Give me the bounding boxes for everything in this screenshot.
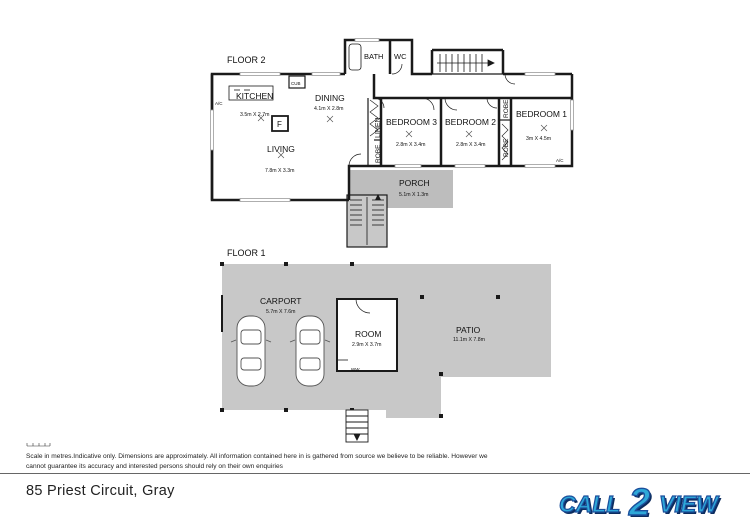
label-room-dim: 2.9m X 3.7m bbox=[352, 342, 381, 348]
label-room: ROOM bbox=[355, 329, 381, 339]
label-bedroom3: BEDROOM 3 bbox=[386, 117, 437, 127]
label-patio-dim: 11.1m X 7.8m bbox=[453, 337, 485, 343]
door-swings bbox=[348, 63, 516, 167]
room-door-swing bbox=[355, 298, 371, 314]
label-fireplace: F bbox=[277, 120, 282, 129]
logo-word-view: VIEW bbox=[661, 493, 722, 519]
car-right bbox=[289, 315, 331, 387]
label-cub: CUB bbox=[291, 81, 301, 86]
label-ac-left: A/C bbox=[215, 101, 223, 106]
label-ww: WW bbox=[351, 367, 360, 372]
label-wc: WC bbox=[394, 52, 407, 61]
label-ac-right: A/C bbox=[556, 158, 564, 163]
fireplace-box bbox=[271, 115, 289, 132]
disclaimer-text: Scale in metres.Indicative only. Dimensi… bbox=[26, 453, 488, 470]
floor-2-label: FLOOR 2 bbox=[227, 55, 266, 65]
lower-stairs bbox=[345, 409, 369, 443]
call2view-logo: CALL CALL 2 2 VIEW VIEW bbox=[558, 481, 722, 521]
label-kitchen-dim: 3.5m X 2.7m bbox=[240, 112, 269, 118]
bathtub bbox=[348, 43, 362, 71]
label-patio: PATIO bbox=[456, 325, 481, 335]
porch-stairs bbox=[346, 194, 388, 248]
robe-hatch bbox=[369, 99, 509, 161]
property-address: 85 Priest Circuit, Gray bbox=[26, 483, 175, 499]
label-carport: CARPORT bbox=[260, 296, 301, 306]
label-living: LIVING bbox=[267, 144, 295, 154]
light-fixtures bbox=[257, 114, 548, 159]
floor-1-label: FLOOR 1 bbox=[227, 248, 266, 258]
room-walls bbox=[336, 298, 398, 372]
label-bath: BATH bbox=[364, 52, 383, 61]
upper-stairs bbox=[437, 54, 495, 72]
label-linen: LINEN bbox=[375, 117, 382, 138]
label-robe-right: ROBE bbox=[503, 138, 510, 157]
label-bedroom2-dim: 2.8m X 3.4m bbox=[456, 142, 485, 148]
label-porch-dim: 5.1m X 1.3m bbox=[399, 192, 428, 198]
label-bedroom1: BEDROOM 1 bbox=[516, 109, 567, 119]
kitchen-bench bbox=[228, 85, 274, 101]
label-bedroom3-dim: 2.8m X 3.4m bbox=[396, 142, 425, 148]
label-living-dim: 7.8m X 3.3m bbox=[265, 168, 294, 174]
svg-text:2: 2 bbox=[628, 482, 650, 521]
svg-text:VIEW: VIEW bbox=[659, 491, 720, 517]
label-robe-mid: ROBE bbox=[503, 99, 510, 118]
scale-bar bbox=[26, 443, 51, 447]
floor-2-inner-walls bbox=[288, 73, 511, 166]
label-kitchen: KITCHEN bbox=[236, 91, 273, 101]
svg-text:CALL: CALL bbox=[559, 491, 620, 517]
label-porch: PORCH bbox=[399, 178, 430, 188]
label-carport-dim: 5.7m X 7.6m bbox=[266, 309, 295, 315]
label-robe-left: ROBE bbox=[375, 144, 382, 163]
label-bedroom2: BEDROOM 2 bbox=[445, 117, 496, 127]
label-dining: DINING bbox=[315, 93, 345, 103]
windows bbox=[210, 38, 574, 202]
logo-digit-2: 2 bbox=[630, 484, 652, 521]
label-bedroom1-dim: 3m X 4.5m bbox=[526, 136, 551, 142]
logo-word-call: CALL bbox=[561, 493, 622, 519]
car-left bbox=[230, 315, 272, 387]
label-dining-dim: 4.1m X 2.8m bbox=[314, 106, 343, 112]
